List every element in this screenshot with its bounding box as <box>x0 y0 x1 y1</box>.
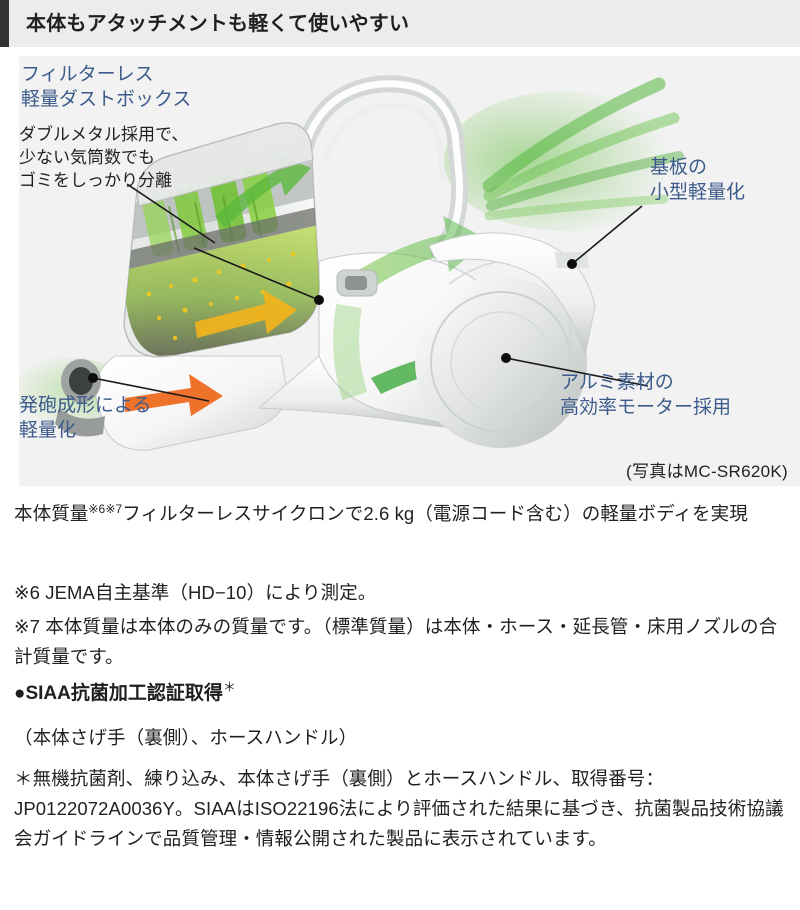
callout-motor-heading: アルミ素材の 高効率モーター採用 <box>560 372 732 419</box>
callout-dustbox-description: ダブルメタル採用で、 少ない気筒数でも ゴミをしっかり分離 <box>19 125 189 190</box>
product-cutaway-illustration <box>19 75 684 451</box>
lead-text-part2: フィルターレスサイクロンで2.6 kg（電源コード含む）の軽量ボディを実現 <box>122 503 748 524</box>
header-accent-bar <box>0 0 9 47</box>
hose-port <box>55 359 105 437</box>
exhaust-airflow-mist <box>444 77 684 231</box>
siaa-detail-text: ＊無機抗菌剤、練り込み、本体さげ手（裏側）とホースハンドル、取得番号：JP012… <box>14 768 784 849</box>
siaa-target: （本体さげ手（裏側）、ホースハンドル） <box>14 723 786 753</box>
callout-leader-dots <box>88 259 577 383</box>
section-header: 本体もアタッチメントも軽くて使いやすい <box>0 0 800 47</box>
siaa-heading: ●SIAA抗菌加工認証取得＊ <box>14 679 786 707</box>
footnote-7-text: ※7 本体質量は本体のみの質量です。（標準質量）は本体・ホース・延長管・床用ノズ… <box>14 616 778 667</box>
intake-arrow <box>125 374 223 416</box>
power-switch <box>336 269 378 297</box>
product-figure-panel: フィルターレス 軽量ダストボックス ダブルメタル採用で、 少ない気筒数でも ゴミ… <box>19 56 800 486</box>
footnote-7: ※7 本体質量は本体のみの質量です。（標準質量）は本体・ホース・延長管・床用ノズ… <box>14 612 786 672</box>
callout-dustbox-heading: フィルターレス 軽量ダストボックス <box>21 64 192 111</box>
carry-handle <box>294 75 469 261</box>
callout-leader-lines <box>92 183 649 402</box>
page-title: 本体もアタッチメントも軽くて使いやすい <box>26 12 410 35</box>
callout-board-heading: 基板の 小型軽量化 <box>650 157 746 204</box>
siaa-target-text: （本体さげ手（裏側）、ホースハンドル） <box>14 727 358 748</box>
dust-bin-cutaway <box>123 122 320 358</box>
lead-text-part1: 本体質量 <box>14 503 89 524</box>
siaa-detail: ＊無機抗菌剤、練り込み、本体さげ手（裏側）とホースハンドル、取得番号：JP012… <box>14 764 786 854</box>
callout-foam-heading: 発砲成形による 軽量化 <box>19 395 152 442</box>
footnote-6: ※6 JEMA自主基準（HD−10）により測定。 <box>14 578 786 608</box>
siaa-heading-mark: ＊ <box>222 679 236 695</box>
lead-footnote-marks: ※6※7 <box>88 501 123 516</box>
siaa-heading-label: ●SIAA抗菌加工認証取得 <box>14 683 223 704</box>
lead-paragraph: 本体質量※6※7フィルターレスサイクロンで2.6 kg（電源コード含む）の軽量ボ… <box>14 499 786 529</box>
figure-caption: (写真はMC-SR620K) <box>626 462 788 481</box>
motor-housing <box>415 258 587 448</box>
footnote-6-text: ※6 JEMA自主基準（HD−10）により測定。 <box>14 582 377 603</box>
separation-arrow <box>195 290 297 338</box>
